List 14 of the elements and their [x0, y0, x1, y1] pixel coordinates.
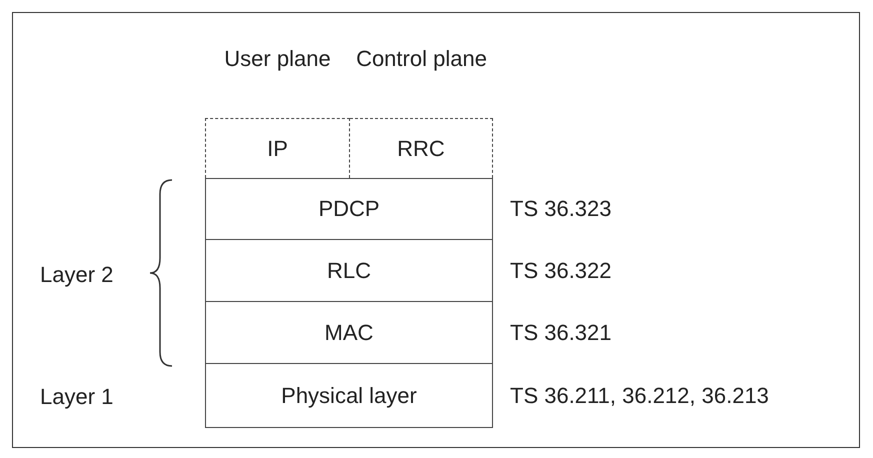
- protocol-layer-box: MAC: [205, 302, 493, 364]
- spec-reference: TS 36.321: [510, 320, 612, 346]
- layer-label: Layer 1: [40, 384, 114, 410]
- protocol-layer-box: Physical layer: [205, 364, 493, 428]
- layer-label: Layer 2: [40, 262, 114, 288]
- column-heading: Control plane: [355, 45, 488, 73]
- spec-reference: TS 36.211, 36.212, 36.213: [510, 383, 769, 409]
- protocol-layer-box: PDCP: [205, 178, 493, 240]
- column-heading: User plane: [223, 45, 332, 73]
- protocol-box: IP: [205, 118, 350, 178]
- spec-reference: TS 36.323: [510, 196, 612, 222]
- protocol-box: RRC: [350, 118, 493, 178]
- spec-reference: TS 36.322: [510, 258, 612, 284]
- protocol-layer-box: RLC: [205, 240, 493, 302]
